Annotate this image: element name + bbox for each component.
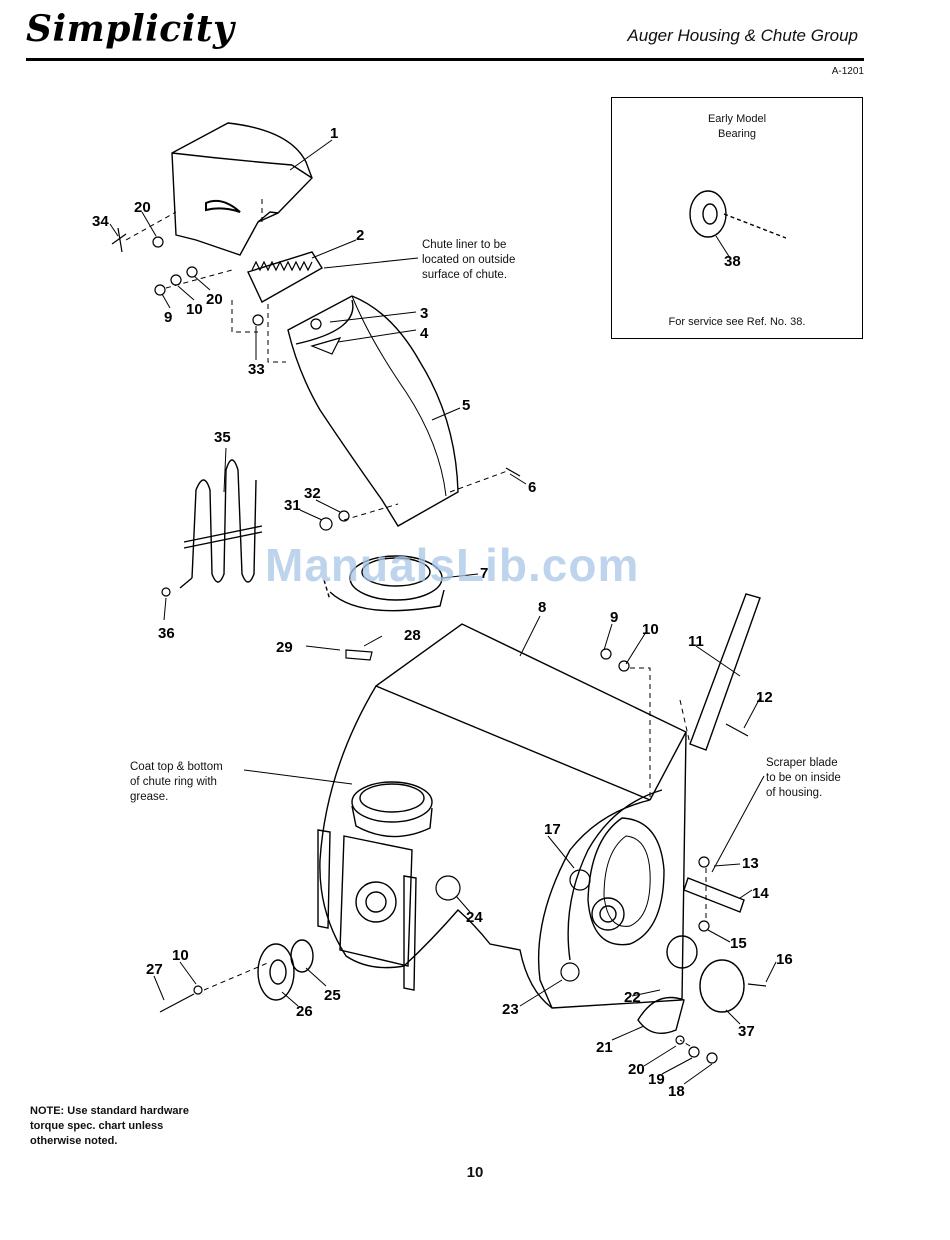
callout-chute-liner-line1: Chute liner to be [422,239,507,251]
ref-22: 22 [624,989,641,1006]
ref-17: 17 [544,821,561,838]
scraper-bar [689,593,761,751]
ref-24: 24 [466,909,483,926]
ref-8: 8 [538,599,546,616]
inset-service-note: For service see Ref. No. 38. [668,316,806,328]
header-rule [26,58,864,61]
callout-scraper-blade-line2: to be on inside [766,772,841,784]
simplicity-logo: Simplicity [26,8,235,50]
ref-28: 28 [404,627,421,644]
ref-31: 31 [284,497,301,514]
ref-34: 34 [92,213,109,230]
ref-16: 16 [776,951,793,968]
watermark: ManualsLib.com [265,539,640,591]
ref-19: 19 [648,1071,665,1088]
callout-chute-liner-line3: surface of chute. [422,269,508,281]
ref-3: 3 [420,305,428,322]
ref-32: 32 [304,485,321,502]
ref-37: 37 [738,1023,755,1040]
callout-chute-ring: Coat top & bottom of chute ring with gre… [130,760,223,805]
early-model-inset: Early Model Bearing For service see Ref.… [611,97,863,339]
ref-7: 7 [480,565,488,582]
bearing-26 [257,943,295,1001]
callout-chute-ring-line3: grease. [130,791,169,803]
ref-10-chute: 10 [186,301,203,318]
torque-note-line2: torque spec. chart unless [30,1120,164,1132]
ref-25: 25 [324,987,341,1004]
callout-scraper-blade-line3: of housing. [766,787,823,799]
ref-11: 11 [688,633,704,650]
ref-15: 15 [730,935,747,952]
hardware [111,227,767,1064]
callout-scraper-blade: Scraper blade to be on inside of housing… [766,756,841,801]
scraper-blade [683,877,745,913]
page-number: 10 [466,1164,484,1181]
auger-housing [317,623,687,1009]
bearing-25 [290,939,314,973]
ref-12: 12 [756,689,773,706]
inset-title: Early Model Bearing [612,112,862,142]
callout-chute-liner: Chute liner to be located on outside sur… [422,238,515,283]
figure-code: A-1201 [831,66,864,77]
ref-26: 26 [296,1003,313,1020]
chute-deflector [171,122,313,256]
bearing-plate-22 [666,935,698,969]
ref-21: 21 [596,1039,613,1056]
callout-chute-ring-line2: of chute ring with [130,776,217,788]
torque-note-line3: otherwise noted. [30,1135,118,1147]
ref-18: 18 [668,1083,685,1100]
ref-29: 29 [276,639,293,656]
callout-scraper-blade-line1: Scraper blade [766,757,838,769]
ref-38: 38 [724,253,741,270]
section-title: Auger Housing & Chute Group [627,26,858,45]
ref-2: 2 [356,227,364,244]
ref-27: 27 [146,961,163,978]
ref-10-bearing: 10 [172,947,189,964]
ref-5: 5 [462,397,470,414]
torque-note: NOTE: Use standard hardware torque spec.… [30,1104,189,1149]
chute-spring [179,459,263,589]
ref-10-housing: 10 [642,621,659,638]
ref-20-mid: 20 [206,291,223,308]
inset-title-line2: Bearing [718,128,756,140]
ref-14: 14 [752,885,769,902]
ref-23: 23 [502,1001,519,1018]
bearing-plate-37 [699,959,745,1013]
ref-4: 4 [420,325,429,342]
ref-20-top: 20 [134,199,151,216]
ref-1: 1 [330,125,338,142]
ref-35: 35 [214,429,231,446]
ref-20-bottom: 20 [628,1061,645,1078]
ref-9-upper: 9 [610,609,618,626]
ref-9-lower: 9 [164,309,172,326]
ref-36: 36 [158,625,175,642]
leader-lines [109,139,777,1085]
ref-13: 13 [742,855,759,872]
callout-chute-liner-line2: located on outside [422,254,516,266]
assembly-lines [125,196,707,1047]
inset-bearing [689,190,787,239]
ref-6: 6 [528,479,536,496]
upper-chute [287,295,459,527]
bearing-plate-21 [637,996,685,1034]
callout-chute-ring-line1: Coat top & bottom [130,761,223,773]
inset-title-line1: Early Model [707,113,767,125]
torque-note-line1: NOTE: Use standard hardware [30,1105,189,1117]
ref-33: 33 [248,361,265,378]
chute-liner [247,251,323,303]
